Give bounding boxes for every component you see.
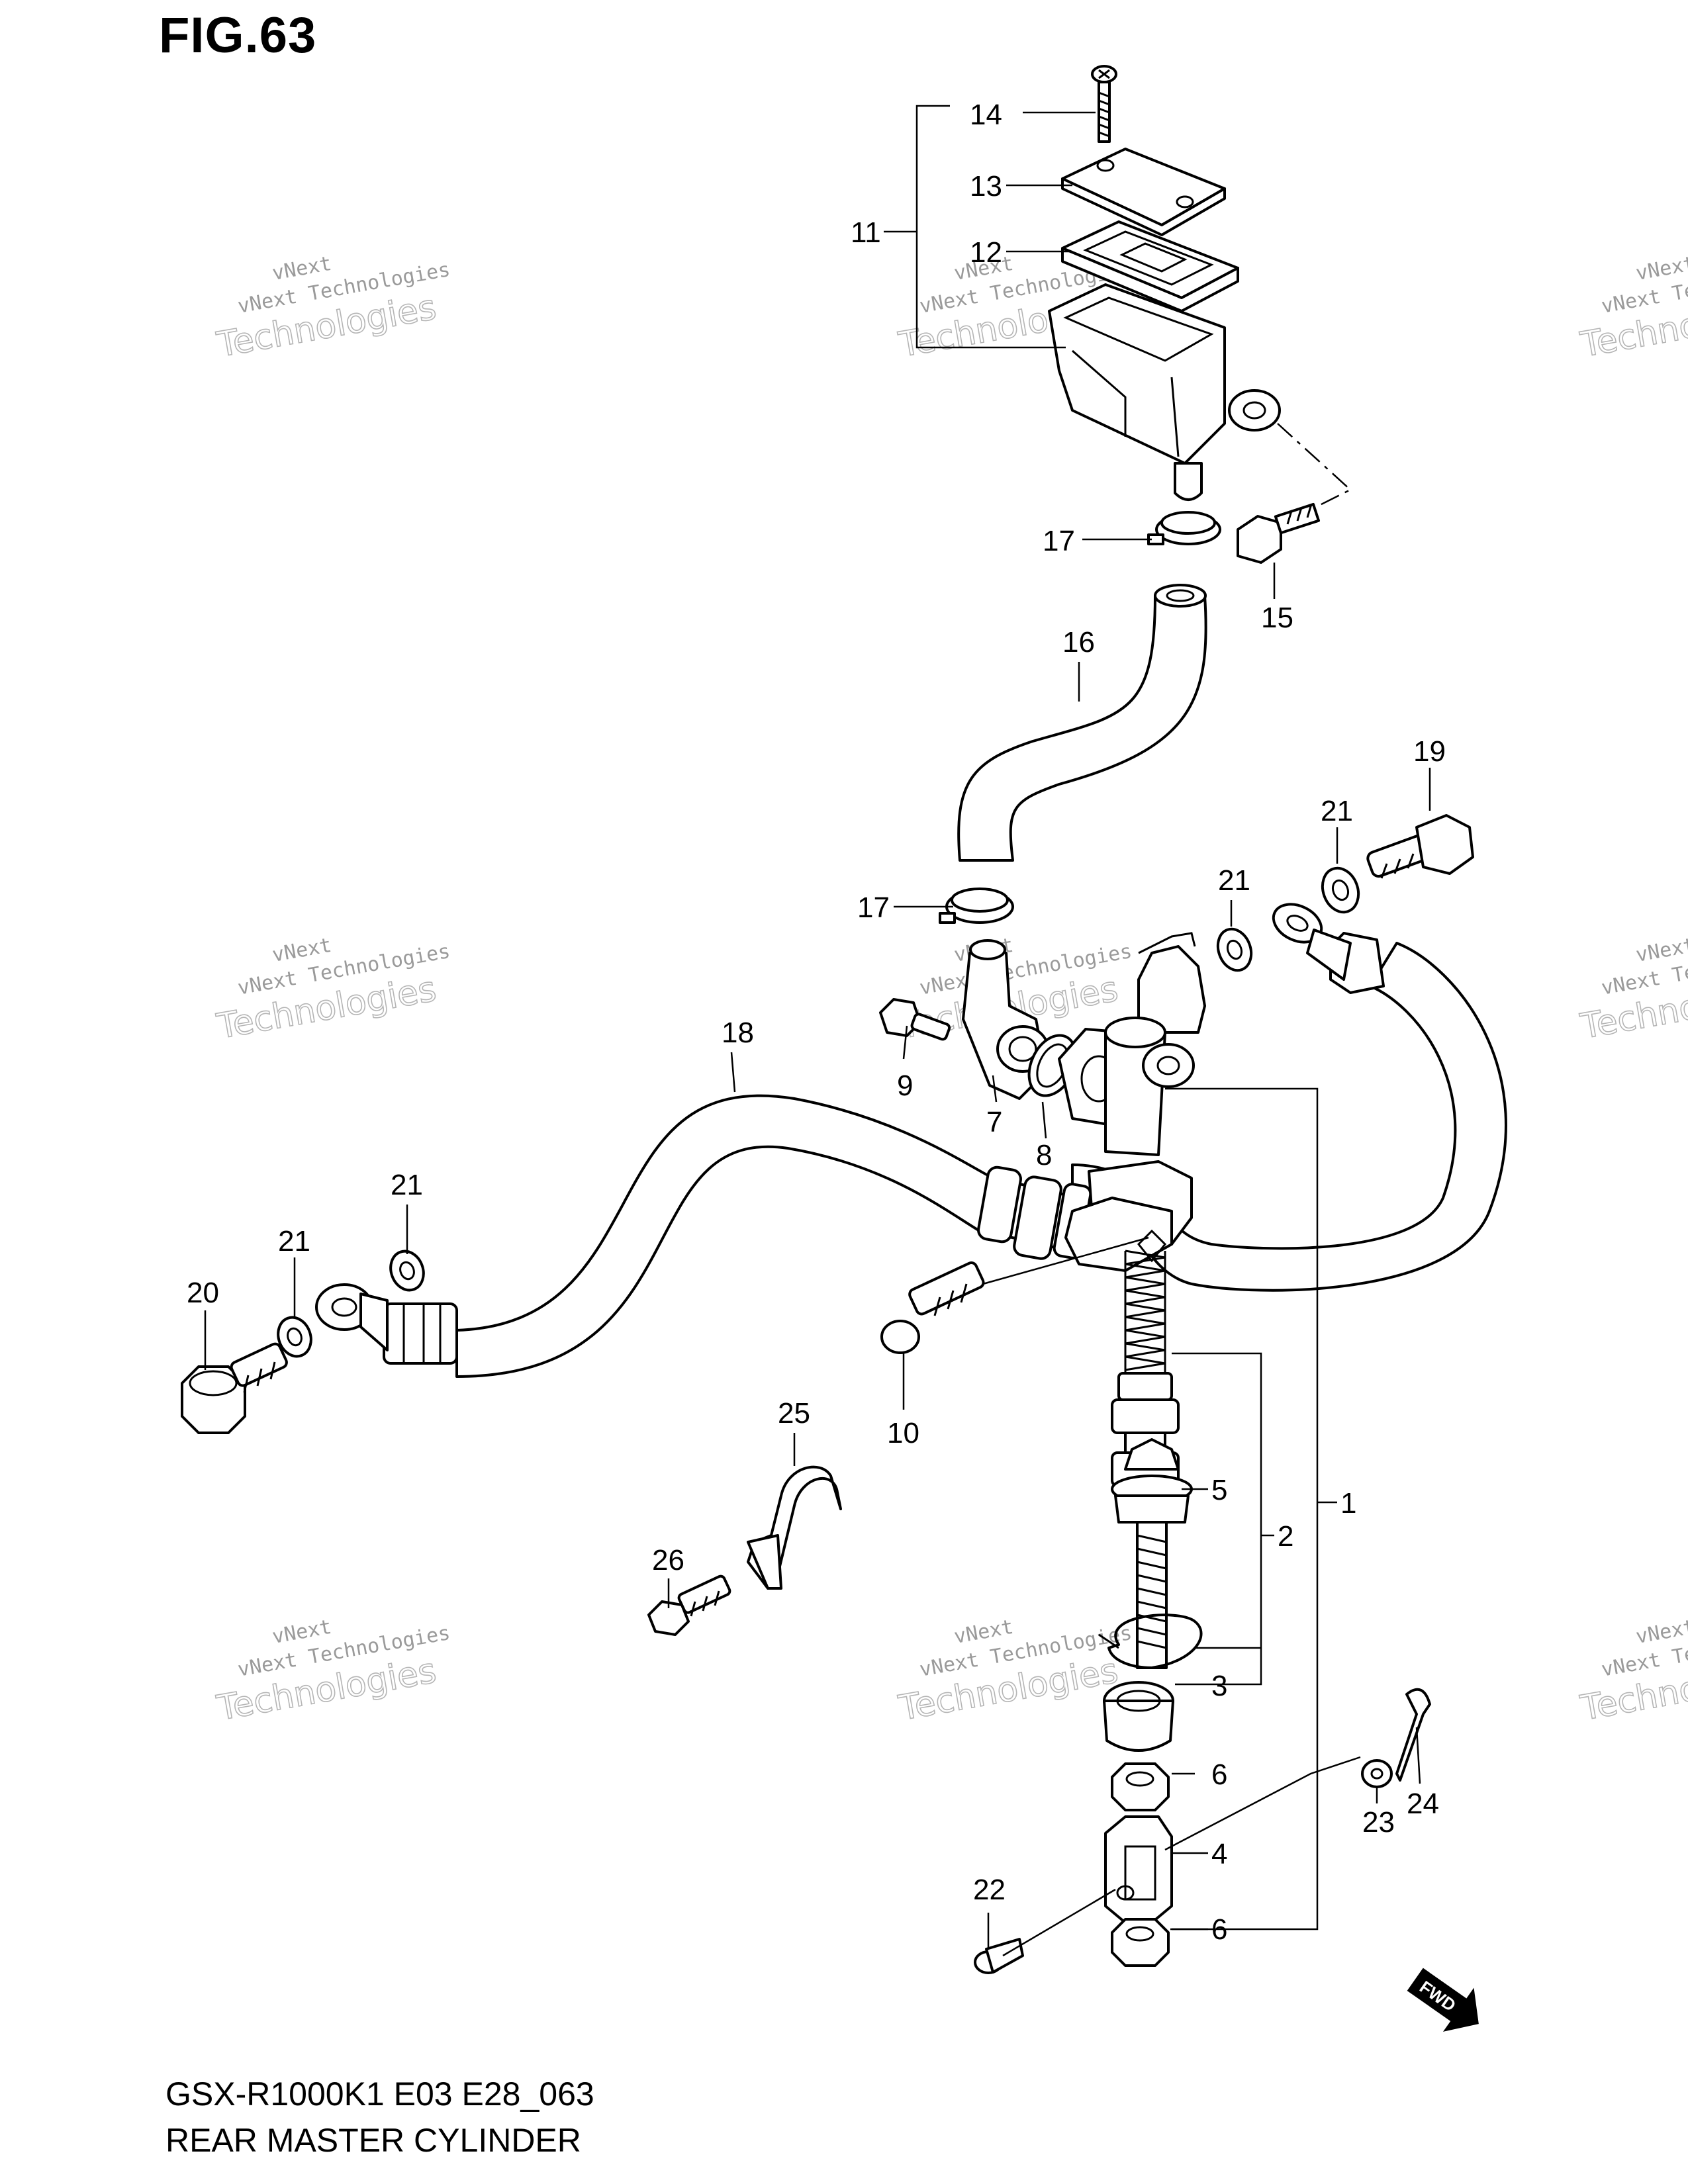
watermark-br: vNext vNext Technologies Technologies [1577, 1615, 1688, 1729]
figure-caption: REAR MASTER CYLINDER [165, 2122, 581, 2159]
callout-6: 6 [1211, 1913, 1227, 1946]
part-24-cotter-pin [1395, 1688, 1431, 1782]
callout-9: 9 [897, 1069, 913, 1102]
callout-7: 7 [986, 1106, 1002, 1138]
callout-16: 16 [1062, 626, 1095, 659]
callout-15: 15 [1261, 602, 1293, 634]
part-17-hose-clamp-lower [939, 887, 1014, 924]
watermark-tl: vNext vNext Technologies Technologies [213, 252, 451, 366]
part-21-washer-upper-right [1321, 866, 1360, 914]
part-1-master-cylinder-body [1058, 932, 1206, 1272]
figure-title: FIG.63 [159, 7, 317, 64]
part-21-washer-middle-right [1216, 927, 1253, 972]
part-7-hose-joint [962, 939, 1049, 1100]
part-12-diaphragm [1061, 220, 1239, 312]
callout-21: 21 [1321, 795, 1353, 827]
part-19-union-bolt [1366, 814, 1474, 879]
part-spring [1124, 1250, 1166, 1377]
watermark-text: vNext [1634, 252, 1688, 285]
part-3-cup-seal [1103, 1681, 1174, 1752]
callout-25: 25 [778, 1397, 810, 1430]
callout-4: 4 [1211, 1838, 1227, 1870]
part-14-screw [1091, 65, 1117, 143]
watermark-text: vNext [1634, 1615, 1688, 1649]
part-21-washer-upper-left [389, 1250, 425, 1292]
callout-21: 21 [391, 1169, 423, 1201]
callout-2: 2 [1278, 1520, 1293, 1553]
callout-17: 17 [1043, 525, 1075, 557]
callout-14: 14 [970, 99, 1002, 131]
callout-19: 19 [1413, 735, 1446, 768]
watermark-bl: vNext vNext Technologies Technologies [213, 1615, 451, 1729]
callout-20: 20 [187, 1277, 219, 1309]
callout-22: 22 [973, 1874, 1006, 1906]
callout-6: 6 [1211, 1758, 1227, 1791]
callout-21: 21 [278, 1225, 310, 1257]
part-15-bolt [1237, 502, 1321, 564]
callout-24: 24 [1407, 1788, 1439, 1820]
part-5-push-rod-boot [1111, 1438, 1193, 1524]
part-23-washer [1361, 1759, 1393, 1788]
part-18-brake-hose [315, 903, 1507, 1378]
callout-10: 10 [887, 1417, 919, 1449]
part-6-nut-lower [1111, 1918, 1170, 1967]
part-16-reservoir-hose [957, 584, 1207, 862]
part-push-rod [1136, 1521, 1168, 1669]
callout-1: 1 [1340, 1487, 1356, 1520]
part-13-reservoir-cap [1061, 148, 1226, 236]
watermark-mr: vNext vNext Technologies Technologies [1577, 934, 1688, 1048]
part-26-bolt [647, 1574, 731, 1636]
watermark-group: vNext vNext Technologies Technologies vN… [213, 252, 1688, 1729]
model-code: GSX-R1000K1 E03 E28_063 [165, 2075, 594, 2113]
callout-17: 17 [857, 891, 890, 924]
watermark-bc: vNext vNext Technologies Technologies [895, 1615, 1133, 1729]
callout-23: 23 [1362, 1806, 1395, 1839]
part-17-hose-clamp-upper [1147, 511, 1221, 545]
fwd-arrow-icon: FWD [1407, 1968, 1479, 2032]
callout-21: 21 [1218, 864, 1250, 897]
part-25-hose-guide [747, 1465, 842, 1590]
part-circlip [1098, 1614, 1203, 1669]
part-9-screw [879, 998, 951, 1041]
part-10-bolt [880, 1261, 985, 1354]
watermark-tr: vNext vNext Technologies Technologies [1577, 252, 1688, 366]
callout-26: 26 [652, 1544, 684, 1576]
callout-labels: 14 13 12 11 17 15 16 19 21 21 17 18 9 7 … [187, 99, 1446, 1946]
callout-11: 11 [851, 216, 881, 249]
watermark-ml: vNext vNext Technologies Technologies [213, 934, 451, 1048]
part-11-reservoir-body [1048, 283, 1281, 501]
callout-13: 13 [970, 170, 1002, 203]
watermark-text: vNext [1634, 934, 1688, 967]
part-20-union-bolt [181, 1342, 288, 1434]
leader-lines [204, 105, 1431, 1957]
callout-3: 3 [1211, 1670, 1227, 1702]
callout-5: 5 [1211, 1474, 1227, 1506]
part-21-washer-lower-left [277, 1316, 312, 1358]
part-22-clevis-pin [974, 1938, 1024, 1974]
callout-12: 12 [970, 236, 1002, 269]
part-6-nut-upper [1111, 1762, 1170, 1811]
part-4-clevis [1104, 1815, 1173, 1924]
callout-18: 18 [722, 1017, 754, 1049]
callout-8: 8 [1036, 1139, 1052, 1171]
